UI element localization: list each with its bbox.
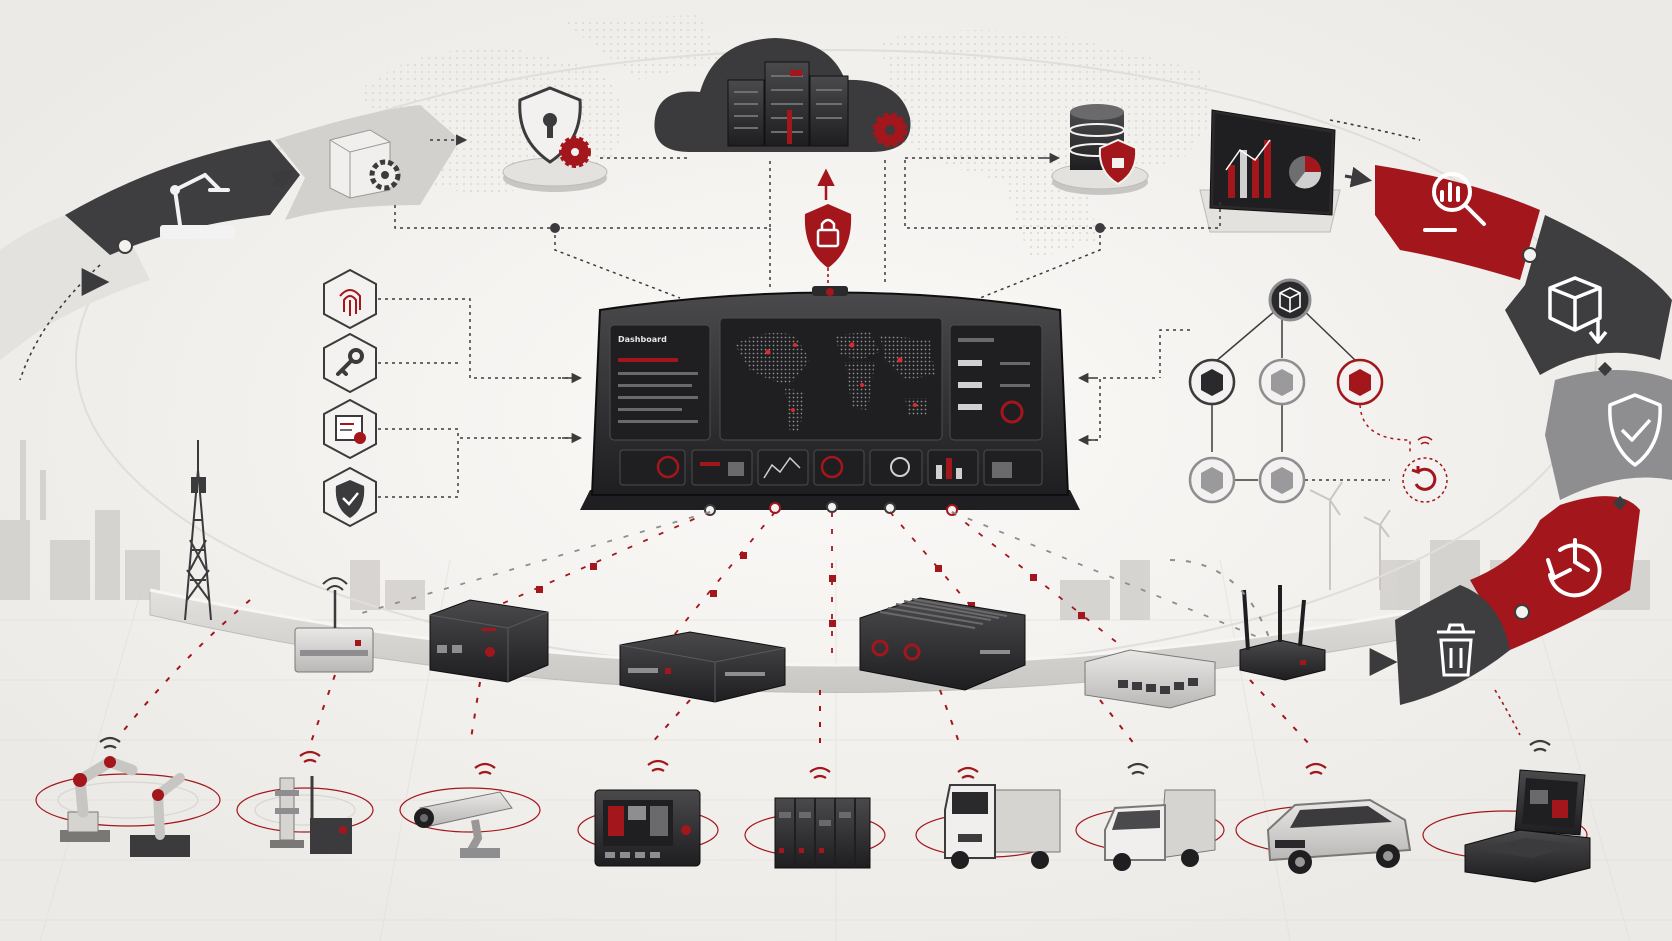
fingerprint-icon (339, 289, 361, 316)
wifi-icon (1417, 436, 1433, 445)
right-arc-connector (1329, 119, 1421, 141)
shield-check-hexagon[interactable] (323, 466, 377, 528)
lifecycle-stage-rollback[interactable] (1470, 496, 1640, 650)
dashboard-left-panel[interactable]: Dashboard (609, 324, 711, 441)
plc-icon (774, 797, 871, 869)
key-icon (336, 348, 364, 376)
camera-device[interactable] (414, 791, 513, 858)
hmi-panel-icon (594, 789, 701, 867)
network-switch-icon (1084, 649, 1216, 709)
rugged-laptop-icon (1464, 769, 1591, 883)
database-shield-node[interactable] (1051, 104, 1149, 195)
shield-lock-icon (804, 204, 852, 268)
edge-box-icon (429, 599, 549, 683)
robot-arms-device[interactable] (60, 755, 190, 857)
trash-icon (1437, 623, 1475, 677)
robot-arm-icon (160, 173, 235, 239)
right-lifecycle-arc (1375, 165, 1672, 705)
cube-node-icon (1349, 369, 1371, 396)
shield-lock-node[interactable] (804, 168, 852, 290)
cube-node-icon (1201, 369, 1223, 396)
analytics-monitor-icon (1209, 109, 1336, 216)
cell-tower (184, 440, 212, 621)
database-shield-icon (1069, 104, 1138, 186)
hmi-panel-device[interactable] (594, 789, 701, 867)
rugged-laptop-device[interactable] (1464, 769, 1591, 883)
top-row-connectors (394, 157, 1221, 299)
refresh-icon (1411, 466, 1437, 491)
cube-node-icon (1279, 287, 1301, 313)
suv-device[interactable] (1266, 798, 1412, 874)
certificate-icon (335, 415, 366, 444)
dashboard-bottom-widgets[interactable] (619, 449, 1043, 486)
finned-gateway-icon (859, 597, 1026, 691)
antenna-gateway[interactable] (294, 577, 374, 673)
key-hexagon[interactable] (323, 332, 377, 394)
restore-clock-icon (1546, 538, 1602, 598)
robot-arm-icon (60, 755, 190, 857)
gateway-row (184, 440, 1326, 709)
lifecycle-stage-analyze[interactable] (1375, 165, 1540, 280)
tree-node-root[interactable] (1268, 278, 1312, 322)
rack-gateway[interactable] (619, 631, 786, 703)
package-download-icon (1548, 276, 1608, 344)
security-camera-icon (414, 791, 513, 858)
tree-node-middle[interactable] (1258, 358, 1306, 406)
van-icon (1104, 789, 1216, 871)
dashboard-right-panel[interactable] (949, 324, 1043, 441)
rack-gateway-icon (619, 631, 786, 703)
lifecycle-stage-verify[interactable] (1545, 370, 1672, 500)
analytics-search-icon (1423, 172, 1486, 232)
wifi-router-gateway[interactable] (1239, 585, 1326, 681)
tree-node-refresh[interactable] (1402, 436, 1448, 503)
van-device[interactable] (1104, 789, 1216, 871)
lifecycle-stage-update[interactable] (1505, 215, 1672, 375)
packet-markers (536, 552, 1085, 627)
tree-node-left[interactable] (1188, 358, 1236, 406)
dashboard-left-panel-title: Dashboard (618, 335, 667, 344)
left-arc-dotted-connector (19, 264, 101, 381)
edge-box-gateway[interactable] (429, 599, 549, 683)
car-icon (1266, 798, 1412, 874)
network-switch-gateway[interactable] (1084, 649, 1216, 709)
cube-node-icon (1271, 369, 1293, 396)
server-rack-group (727, 61, 908, 148)
shield-keyhole-icon (518, 86, 591, 168)
security-hexagon-stack (323, 268, 583, 528)
update-dependency-tree (1077, 278, 1448, 504)
certificate-hexagon[interactable] (323, 398, 377, 460)
wind-turbines (1309, 481, 1391, 590)
tree-node-bottom-middle[interactable] (1258, 456, 1306, 504)
cube-node-icon (1271, 467, 1293, 494)
cube-node-icon (1201, 467, 1223, 494)
shield-check-icon-right (1608, 393, 1662, 467)
lifecycle-stage-decommission[interactable] (1395, 585, 1510, 705)
end-device-row (35, 736, 1591, 883)
package-gear-icon (329, 129, 401, 199)
sensor-device[interactable] (270, 776, 352, 854)
dashboard-world-map[interactable] (719, 317, 943, 441)
analytics-to-analyze-arrow (1344, 166, 1373, 188)
tree-node-bottom-left[interactable] (1188, 456, 1236, 504)
tree-node-right[interactable] (1336, 358, 1384, 406)
fingerprint-hexagon[interactable] (323, 268, 377, 330)
truck-device[interactable] (944, 784, 1061, 869)
truck-icon (944, 784, 1061, 869)
industrial-sensor-icon (270, 776, 352, 854)
shield-check-icon (335, 480, 365, 518)
gateway-to-device-links (119, 559, 1311, 746)
left-lifecycle-arc (0, 105, 460, 360)
finned-gateway[interactable] (859, 597, 1026, 691)
left-arc-arrow-top (270, 169, 294, 191)
city-skyline (0, 440, 1650, 620)
analytics-monitor-node[interactable] (1199, 109, 1341, 233)
lifecycle-stage-provision[interactable] (65, 140, 300, 255)
plc-device[interactable] (774, 797, 871, 869)
central-dashboard: Dashboard (580, 286, 1080, 516)
wifi-icon-row (99, 736, 1551, 779)
cloud-server-node[interactable] (654, 38, 911, 152)
shield-keyhole-node[interactable] (502, 86, 608, 192)
